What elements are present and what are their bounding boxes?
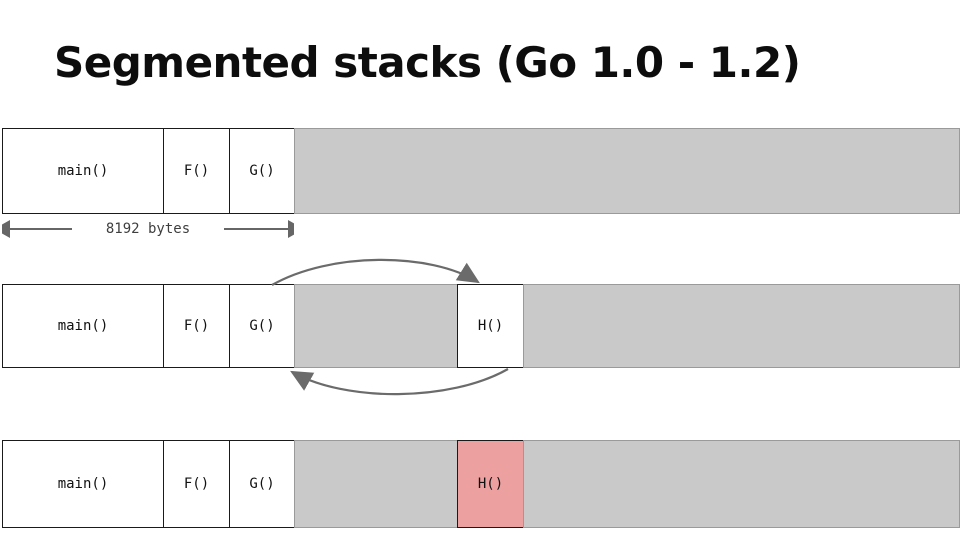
frame-main-row1: main() [2, 128, 164, 214]
frame-label: G() [249, 163, 275, 179]
frame-label: G() [249, 476, 275, 492]
dimension-arrow-icon [0, 220, 304, 238]
frame-h-row2: H() [457, 284, 524, 368]
frame-label: H() [477, 476, 504, 492]
frame-f-row2: F() [163, 284, 230, 368]
frame-f-row1: F() [163, 128, 230, 214]
free-space-right-row3 [523, 440, 960, 528]
frame-h-highlight-row3: H() [457, 440, 524, 528]
frame-label: F() [183, 163, 210, 179]
frame-g-row3: G() [229, 440, 295, 528]
frame-label: main() [57, 476, 109, 492]
free-space-right-row2 [523, 284, 960, 368]
page-title: Segmented stacks (Go 1.0 - 1.2) [54, 38, 801, 87]
frame-main-row3: main() [2, 440, 164, 528]
frame-g-row1: G() [229, 128, 295, 214]
return-arrow-icon [290, 368, 509, 396]
frame-label: G() [249, 318, 275, 334]
dimension-8192-bytes: 8192 bytes [0, 216, 304, 242]
frame-label: F() [183, 318, 210, 334]
free-space-left-row2 [294, 284, 458, 368]
frame-f-row3: F() [163, 440, 230, 528]
frame-label: H() [477, 318, 504, 334]
call-arrow-icon [271, 258, 480, 286]
free-space-row1 [294, 128, 960, 214]
frame-g-row2: G() [229, 284, 295, 368]
frame-label: F() [183, 476, 210, 492]
frame-label: main() [57, 163, 109, 179]
free-space-left-row3 [294, 440, 458, 528]
frame-main-row2: main() [2, 284, 164, 368]
dimension-label: 8192 bytes [105, 221, 191, 237]
frame-label: main() [57, 318, 109, 334]
